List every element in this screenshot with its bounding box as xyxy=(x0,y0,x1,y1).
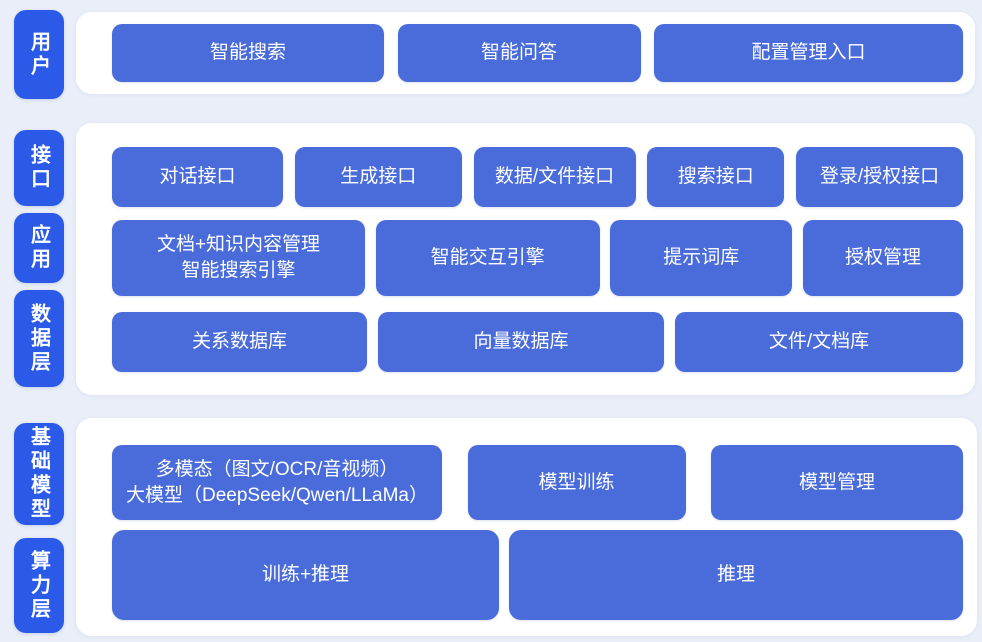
row-interface: 对话接口 生成接口 数据/文件接口 搜索接口 登录/授权接口 xyxy=(112,147,963,207)
block-relational-db: 关系数据库 xyxy=(112,312,367,372)
row-user: 智能搜索 智能问答 配置管理入口 xyxy=(112,24,963,82)
block-smart-search: 智能搜索 xyxy=(112,24,384,82)
block-config-management-entry: 配置管理入口 xyxy=(654,24,963,82)
layer-data-label: 数据层 xyxy=(14,290,64,387)
layer-interface-label: 接口 xyxy=(14,130,64,206)
block-vector-db: 向量数据库 xyxy=(378,312,664,372)
block-inference: 推理 xyxy=(509,530,963,620)
block-prompt-library: 提示词库 xyxy=(610,220,793,296)
layer-label-column-bottom: 基础模型 算力层 xyxy=(14,423,64,633)
row-compute: 训练+推理 推理 xyxy=(112,530,963,620)
block-model-training: 模型训练 xyxy=(467,445,686,520)
block-smart-qa: 智能问答 xyxy=(397,24,641,82)
row-application: 文档+知识内容管理 智能搜索引擎 智能交互引擎 提示词库 授权管理 xyxy=(112,220,963,296)
block-generation-api: 生成接口 xyxy=(294,147,462,207)
layer-label-column-user: 用户 xyxy=(14,10,64,99)
block-training-inference: 训练+推理 xyxy=(112,530,499,620)
block-auth-management: 授权管理 xyxy=(802,220,963,296)
layer-label-column-middle: 接口 应用 数据层 xyxy=(14,130,64,387)
block-multimodal-llm: 多模态（图文/OCR/音视频） 大模型（DeepSeek/Qwen/LLaMa） xyxy=(112,445,442,520)
block-search-api: 搜索接口 xyxy=(647,147,785,207)
block-data-file-api: 数据/文件接口 xyxy=(473,147,636,207)
block-dialog-api: 对话接口 xyxy=(112,147,283,207)
panel-bottom: 多模态（图文/OCR/音视频） 大模型（DeepSeek/Qwen/LLaMa）… xyxy=(76,418,977,636)
panel-user: 智能搜索 智能问答 配置管理入口 xyxy=(76,12,975,94)
block-model-management: 模型管理 xyxy=(711,445,963,520)
block-file-doc-store: 文件/文档库 xyxy=(675,312,963,372)
layer-foundation-model-label: 基础模型 xyxy=(14,423,64,525)
layer-application-label: 应用 xyxy=(14,213,64,283)
layer-user-label: 用户 xyxy=(14,10,64,99)
row-data: 关系数据库 向量数据库 文件/文档库 xyxy=(112,312,963,372)
layer-compute-label: 算力层 xyxy=(14,538,64,633)
panel-middle: 对话接口 生成接口 数据/文件接口 搜索接口 登录/授权接口 文档+知识内容管理… xyxy=(76,123,975,395)
block-login-auth-api: 登录/授权接口 xyxy=(796,147,963,207)
block-smart-interaction-engine: 智能交互引擎 xyxy=(375,220,600,296)
block-doc-knowledge-search-engine: 文档+知识内容管理 智能搜索引擎 xyxy=(112,220,365,296)
row-foundation-model: 多模态（图文/OCR/音视频） 大模型（DeepSeek/Qwen/LLaMa）… xyxy=(112,445,963,520)
